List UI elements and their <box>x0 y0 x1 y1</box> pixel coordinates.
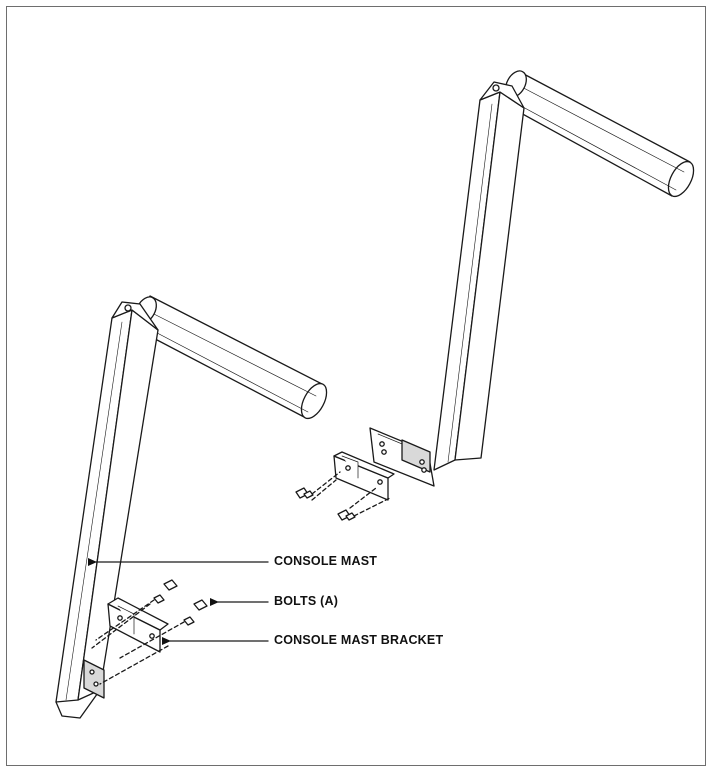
mast-tube-left <box>55 301 159 719</box>
console-mast-bracket-left <box>107 597 169 653</box>
bolts-left <box>91 579 208 685</box>
console-mast-bracket-label: CONSOLE MAST BRACKET <box>274 633 444 647</box>
console-mast-label: CONSOLE MAST <box>274 554 378 568</box>
handlebar-right <box>505 70 695 198</box>
bolts-label: BOLTS (A) <box>274 594 339 608</box>
bolts-right <box>295 471 391 521</box>
mast-base-plate-right <box>369 427 435 487</box>
mast-exploded <box>55 295 328 719</box>
mast-assembled <box>295 70 695 521</box>
mast-tube-right <box>433 81 525 471</box>
mast-base-plate-left <box>83 659 105 699</box>
handlebar-left <box>135 295 328 420</box>
